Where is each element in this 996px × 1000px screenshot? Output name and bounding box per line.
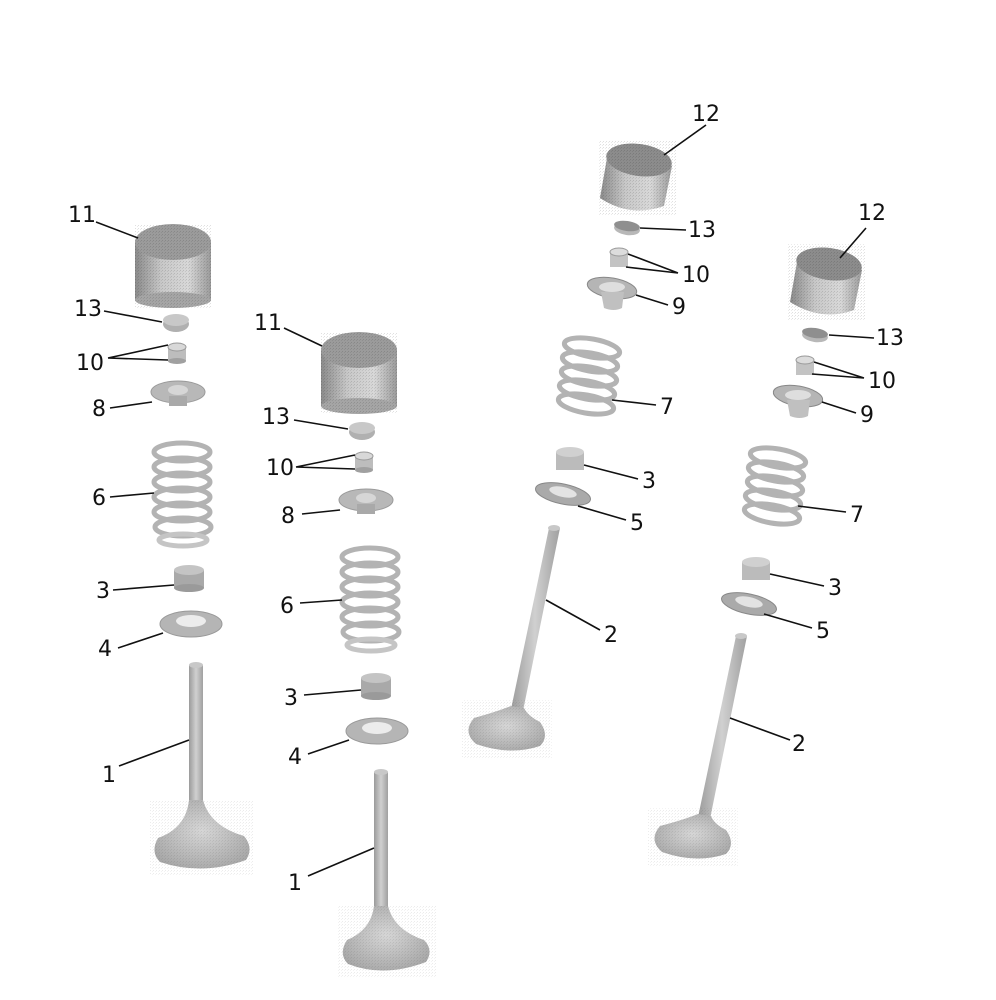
label-9: 9 xyxy=(860,403,874,428)
washer-part-5 xyxy=(721,592,777,616)
shim-part-13 xyxy=(802,327,828,343)
valve-part-2 xyxy=(462,525,560,758)
valve-part-1 xyxy=(338,769,436,978)
collets-part-10 xyxy=(609,247,629,267)
tappet-part-12 xyxy=(598,140,676,216)
seal-part-3 xyxy=(742,557,770,580)
retainer-part-9 xyxy=(772,384,824,418)
label-5: 5 xyxy=(630,511,644,536)
label-3: 3 xyxy=(96,579,110,604)
label-10: 10 xyxy=(266,456,294,481)
valve-part-2 xyxy=(648,633,747,866)
label-8: 8 xyxy=(92,397,106,422)
label-2: 2 xyxy=(604,623,618,648)
shim-part-13 xyxy=(349,422,375,440)
label-12: 12 xyxy=(692,102,720,127)
label-2: 2 xyxy=(792,732,806,757)
retainer-part-8 xyxy=(150,380,206,406)
assembly-left-1: 11 13 10 8 6 3 4 1 xyxy=(68,203,254,876)
washer-part-5 xyxy=(535,482,591,506)
tappet-part-11 xyxy=(321,332,397,414)
label-9: 9 xyxy=(672,295,686,320)
label-1: 1 xyxy=(102,763,116,788)
label-4: 4 xyxy=(98,637,112,662)
assembly-left-2: 11 13 10 8 6 3 4 1 xyxy=(254,311,436,978)
retainer-part-8 xyxy=(338,488,394,514)
collets-part-10 xyxy=(167,342,187,364)
spring-part-6 xyxy=(339,545,402,654)
tappet-part-12 xyxy=(788,244,866,320)
label-7: 7 xyxy=(660,395,674,420)
label-1: 1 xyxy=(288,871,302,896)
label-3: 3 xyxy=(284,686,298,711)
assembly-right-2: 12 13 10 9 7 3 5 2 xyxy=(648,201,904,866)
seal-part-3 xyxy=(174,565,204,592)
label-5: 5 xyxy=(816,619,830,644)
label-13: 13 xyxy=(688,218,716,243)
spring-part-6 xyxy=(151,440,214,549)
label-10: 10 xyxy=(682,263,710,288)
label-8: 8 xyxy=(281,504,295,529)
shim-part-13 xyxy=(614,220,640,236)
retainer-part-9 xyxy=(586,276,638,310)
collets-part-10 xyxy=(354,451,374,473)
label-13: 13 xyxy=(876,326,904,351)
label-3: 3 xyxy=(828,576,842,601)
assembly-right-1: 12 13 10 9 7 3 5 2 xyxy=(462,102,720,758)
label-13: 13 xyxy=(262,405,290,430)
collets-part-10 xyxy=(795,355,815,375)
label-13: 13 xyxy=(74,297,102,322)
shim-part-13 xyxy=(163,314,189,332)
valve-part-1 xyxy=(150,662,254,876)
label-11: 11 xyxy=(68,203,96,228)
tappet-part-11 xyxy=(135,224,211,308)
seal-part-3 xyxy=(556,447,584,470)
washer-part-4 xyxy=(159,610,223,638)
label-10: 10 xyxy=(76,351,104,376)
label-4: 4 xyxy=(288,745,302,770)
spring-part-7 xyxy=(555,335,623,417)
label-12: 12 xyxy=(858,201,886,226)
label-10: 10 xyxy=(868,369,896,394)
washer-part-4 xyxy=(345,717,409,745)
label-11: 11 xyxy=(254,311,282,336)
spring-part-7 xyxy=(741,445,809,527)
label-6: 6 xyxy=(92,486,106,511)
label-7: 7 xyxy=(850,503,864,528)
label-6: 6 xyxy=(280,594,294,619)
label-3: 3 xyxy=(642,469,656,494)
seal-part-3 xyxy=(361,673,391,700)
